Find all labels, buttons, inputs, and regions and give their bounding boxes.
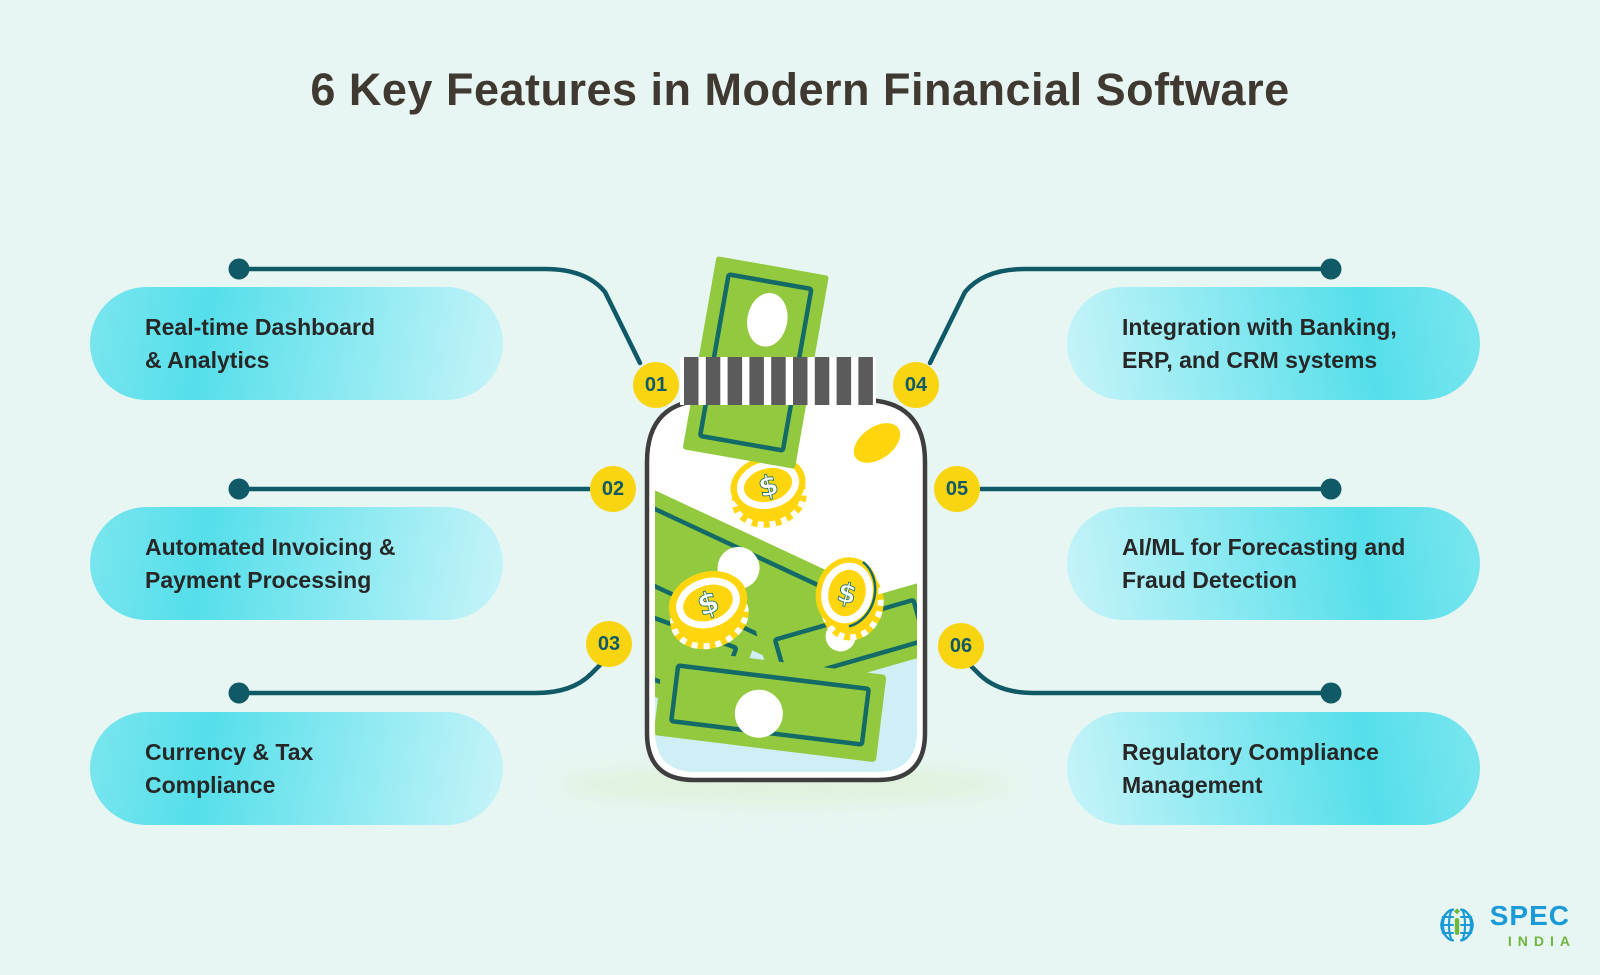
feature-label: Management [1122,771,1263,798]
feature-label: AI/ML for Forecasting and [1122,533,1406,560]
step-badge-01: 01 [633,362,679,408]
feature-label: Automated Invoicing & [145,533,396,560]
step-badge-03: 03 [586,621,632,667]
feature-card-1: Real-time Dashboard & Analytics [90,287,503,400]
jar-contents: $ $ [655,423,917,772]
feature-label: Currency & Tax [145,738,314,765]
line-end-dot [228,682,250,704]
feature-label: Regulatory Compliance [1122,738,1379,765]
line-end-dot [228,478,250,500]
feature-label: Fraud Detection [1122,566,1298,593]
coin: $ [815,557,884,641]
connector-line-03 [236,662,603,696]
globe-icon [1439,908,1474,942]
feature-label: ERP, and CRM systems [1122,346,1378,373]
banknote [655,648,887,762]
letter-i-mark [1453,908,1460,935]
feature-card-5: AI/ML for Forecasting and Fraud Detectio… [1067,507,1480,620]
spec-india-logo: SPEC INDIA [1433,901,1570,949]
step-badge-04: 04 [893,362,939,408]
money-jar-illustration: $ $ [555,256,1015,805]
feature-card-2: Automated Invoicing & Payment Processing [90,507,503,620]
line-end-dot [1320,682,1342,704]
feature-card-6: Regulatory Compliance Management [1067,712,1480,825]
feature-label: Payment Processing [145,566,372,593]
line-end-dot [228,258,250,280]
logo-spec-text: SPEC [1489,900,1570,931]
feature-label: Integration with Banking, [1122,313,1397,340]
jar-lid [680,357,876,405]
feature-card-4: Integration with Banking, ERP, and CRM s… [1067,287,1480,400]
page-title: 6 Key Features in Modern Financial Softw… [310,64,1290,115]
connector-line-06 [967,662,1334,696]
line-end-dot [1320,258,1342,280]
coin [853,423,901,463]
step-badge-02: 02 [590,466,636,512]
step-badge-05: 05 [934,466,980,512]
coin: $ [730,455,807,528]
feature-label: Real-time Dashboard [145,313,376,340]
line-end-dot [1320,478,1342,500]
logo-india-text: INDIA [1507,933,1576,949]
feature-card-3: Currency & Tax Compliance [90,712,503,825]
coin: $ [668,571,749,650]
feature-label: & Analytics [145,346,270,373]
feature-label: Compliance [145,771,276,798]
step-badge-06: 06 [938,623,984,669]
